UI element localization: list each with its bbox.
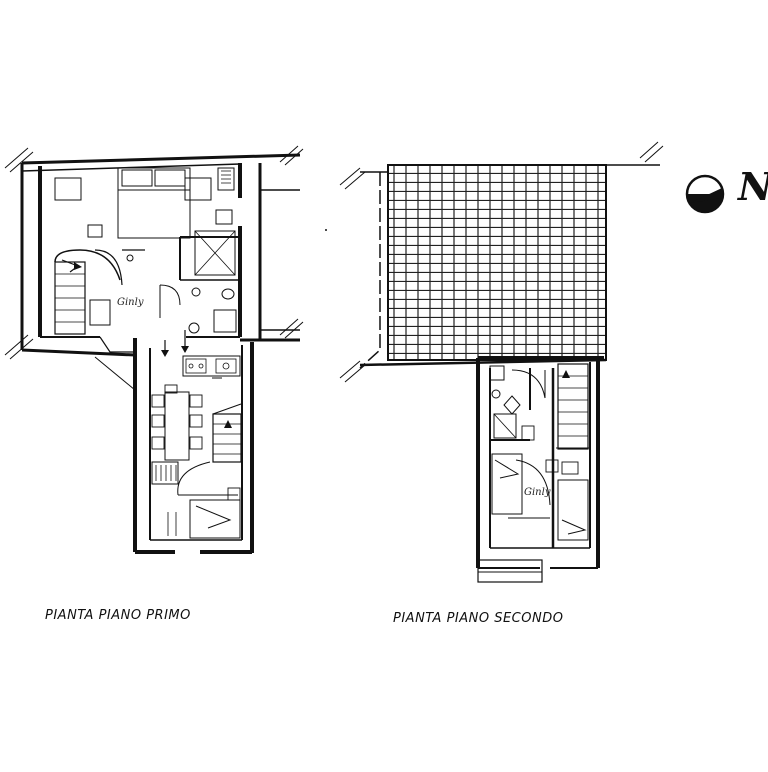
second-floor-plan [339,141,664,583]
north-arrow-icon [685,174,725,214]
first-floor-label: PIANTA PIANO PRIMO [45,608,191,623]
north-label: N [738,168,768,206]
room-note-second-floor: Ginly [524,487,551,498]
terrace-tiles [387,164,607,361]
stray-dot [325,229,327,231]
room-note-first-floor: Ginly [117,297,144,308]
second-floor-label: PIANTA PIANO SECONDO [393,611,564,626]
first-floor-plan [4,145,304,554]
